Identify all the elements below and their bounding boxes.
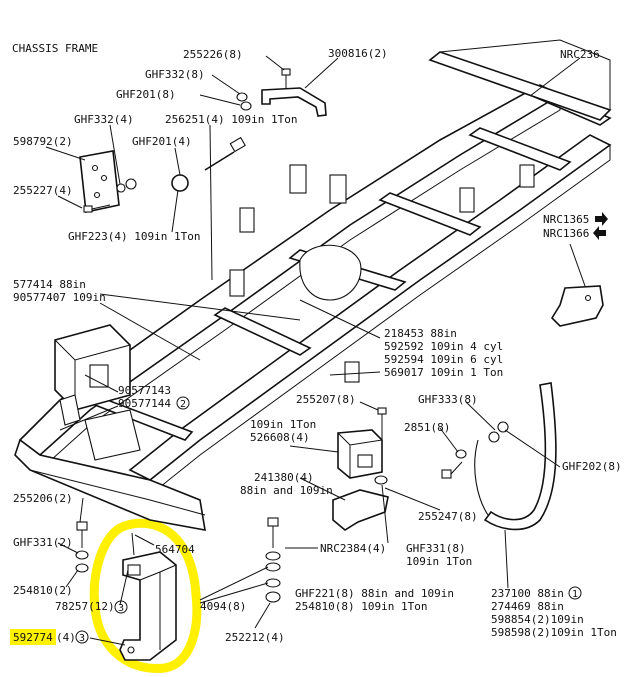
callout-2: 2 bbox=[180, 399, 186, 410]
label-255207: 255207(8) bbox=[296, 393, 356, 406]
label-ghf331-left: GHF331(2) bbox=[13, 536, 73, 549]
callout-3a: 3 bbox=[118, 603, 124, 614]
label-ghf333: GHF333(8) bbox=[418, 393, 478, 406]
label-78257: 78257(12) bbox=[55, 600, 115, 613]
label-237100: 237100 88in bbox=[491, 587, 564, 600]
label-598854: 598854(2)109in bbox=[491, 613, 584, 626]
label-4094: 4094(8) bbox=[200, 600, 246, 613]
label-252212: 252212(4) bbox=[225, 631, 285, 644]
label-592774: 592774 bbox=[13, 631, 53, 644]
label-564704: 564704 bbox=[155, 543, 195, 556]
label-592774-qty: (4) bbox=[56, 631, 76, 644]
label-598598: 598598(2)109in 1Ton bbox=[491, 626, 617, 639]
bolt-255226-icon bbox=[281, 68, 291, 88]
washer-4094-icon bbox=[265, 551, 281, 561]
label-ghf332a: GHF332(8) bbox=[145, 68, 205, 81]
label-254810-right: 254810(8) 109in 1Ton bbox=[295, 600, 427, 613]
label-274469: 274469 88in bbox=[491, 600, 564, 613]
label-598792: 598792(2) bbox=[13, 135, 73, 148]
bolt-255206-icon bbox=[76, 521, 88, 548]
washer-2851-icon bbox=[455, 449, 467, 459]
bracket-300816-icon bbox=[261, 87, 327, 117]
callout-1: 1 bbox=[572, 589, 578, 600]
nut-ghf223-icon bbox=[171, 174, 189, 192]
label-592592: 592592 109in 4 cyl bbox=[384, 340, 503, 353]
label-90577144: 90577144 bbox=[118, 397, 171, 410]
washer-254810-left-icon bbox=[75, 563, 89, 573]
callout-2-circle bbox=[176, 396, 190, 410]
bolt-256251-icon bbox=[204, 136, 246, 171]
highlight-label bbox=[10, 629, 56, 645]
label-90577143: 90577143 bbox=[118, 384, 171, 397]
nut-ghf201-icon bbox=[240, 101, 252, 111]
nut-252212-icon bbox=[265, 591, 281, 603]
label-ghf331-right: GHF331(8) bbox=[406, 542, 466, 555]
label-255247: 255247(8) bbox=[418, 510, 478, 523]
leader-lines bbox=[45, 55, 586, 646]
arrow-right-icon bbox=[595, 212, 608, 226]
label-nrc1365: NRC1365 bbox=[543, 213, 589, 226]
label-592594: 592594 109in 6 cyl bbox=[384, 353, 503, 366]
bracket-592774-icon bbox=[119, 551, 177, 661]
bolt-255247-icon bbox=[441, 461, 463, 479]
bolt-564704-icon bbox=[131, 532, 135, 556]
label-2851: 2851(8) bbox=[404, 421, 450, 434]
highlight-ring bbox=[89, 518, 202, 673]
callout-3b-circle bbox=[75, 630, 89, 644]
washer-ghf332b-icon bbox=[116, 183, 126, 193]
label-255227: 255227(4) bbox=[13, 184, 73, 197]
nut-ghf221-icon bbox=[265, 562, 281, 572]
label-nrc2384: NRC2384(4) bbox=[320, 542, 386, 555]
label-nrc1366: NRC1366 bbox=[543, 227, 589, 240]
washer-ghf332-icon bbox=[236, 92, 248, 102]
arrow-left-icon bbox=[593, 226, 606, 240]
label-ghf201b: GHF201(4) bbox=[132, 135, 192, 148]
label-nrc236: NRC236 bbox=[560, 48, 600, 61]
callout-1-circle bbox=[568, 586, 582, 600]
label-577414: 577414 88in bbox=[13, 278, 86, 291]
label-109in-1ton: 109in 1Ton bbox=[250, 418, 316, 431]
plate-598792-icon bbox=[79, 150, 120, 213]
nut-ghf331-right-icon bbox=[374, 475, 388, 485]
label-ghf201a: GHF201(8) bbox=[116, 88, 176, 101]
label-ghf202: GHF202(8) bbox=[562, 460, 622, 473]
washer-254810-right-icon bbox=[265, 578, 281, 588]
bolt-nrc2384-icon bbox=[267, 517, 279, 548]
label-90577407: 90577407 109in bbox=[13, 291, 106, 304]
label-255226: 255226(8) bbox=[183, 48, 243, 61]
label-526608: 526608(4) bbox=[250, 431, 310, 444]
label-ghf221: GHF221(8) 88in and 109in bbox=[295, 587, 454, 600]
label-300816: 300816(2) bbox=[328, 47, 388, 60]
label-ghf223: GHF223(4) 109in 1Ton bbox=[68, 230, 200, 243]
label-241380: 241380(4) bbox=[254, 471, 314, 484]
label-ghf331-right-variant: 109in 1Ton bbox=[406, 555, 472, 568]
label-218453: 218453 88in bbox=[384, 327, 457, 340]
label-569017: 569017 109in 1 Ton bbox=[384, 366, 503, 379]
bracket-241380-icon bbox=[332, 489, 389, 531]
bolt-255227-icon bbox=[83, 204, 111, 213]
callout-3a-circle bbox=[114, 600, 128, 614]
diagram-title: CHASSIS FRAME bbox=[12, 42, 98, 55]
mount-526608-icon bbox=[337, 429, 383, 479]
label-241380-variant: 88in and 109in bbox=[240, 484, 333, 497]
bracket-nrc1365-icon bbox=[550, 285, 604, 327]
label-255206: 255206(2) bbox=[13, 492, 73, 505]
label-256251: 256251(4) 109in 1Ton bbox=[165, 113, 297, 126]
bolt-255207-icon bbox=[377, 407, 387, 440]
label-ghf332b: GHF332(4) bbox=[74, 113, 134, 126]
nut-ghf201b-icon bbox=[125, 178, 137, 190]
callout-3b: 3 bbox=[79, 633, 85, 644]
label-254810-left: 254810(2) bbox=[13, 584, 73, 597]
strap-237100-icon bbox=[483, 382, 557, 531]
nut-ghf331-left-icon bbox=[75, 550, 89, 560]
